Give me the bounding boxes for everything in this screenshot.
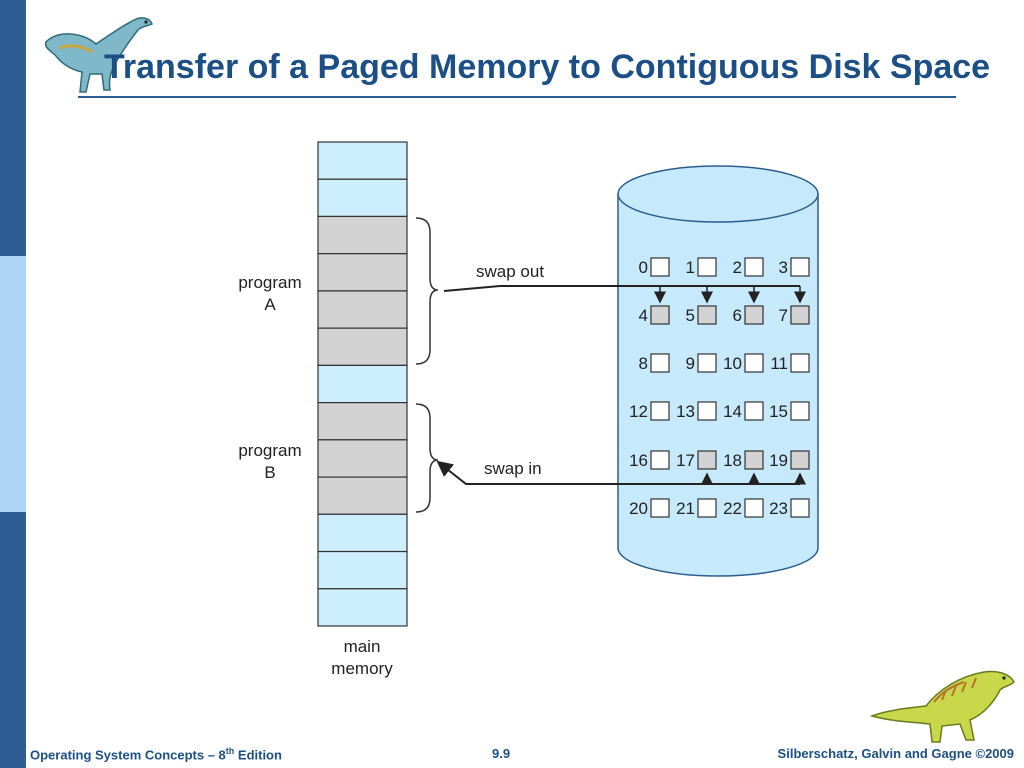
dinosaur-icon [869,670,1015,743]
disk-block [697,353,717,373]
disk-block [744,450,764,470]
disk-block [650,257,670,277]
program-a-label-letter: A [264,295,276,314]
memory-frame-free [317,364,408,404]
memory-frame-program-b [317,402,408,441]
disk-block [650,353,670,373]
disk-block [790,257,810,277]
disk-block-label: 6 [733,306,742,325]
main-memory-column [317,141,408,627]
disk-block-label: 22 [723,499,742,518]
memory-frame-program-a [317,215,408,255]
disk-block-label: 1 [686,258,695,277]
swap-in-label: swap in [484,459,542,478]
disk-block-label: 2 [733,258,742,277]
swap-in-arrow [436,460,800,485]
disk-block [650,498,670,518]
swap-out-label: swap out [476,262,544,281]
memory-frame-program-a [317,253,408,292]
disk-cylinder [617,165,819,577]
footer-book-title: Operating System Concepts – 8th Edition [30,746,282,762]
slide-title: Transfer of a Paged Memory to Contiguous… [104,48,991,86]
footer-edition-superscript: th [225,746,235,756]
dinosaur-icon [44,17,153,93]
program-b-label: program [238,441,301,460]
sidebar-stripe-highlight [0,256,26,512]
footer-edition-suffix: Edition [234,747,282,763]
disk-block-label: 7 [779,306,788,325]
memory-frame-program-a [317,290,408,329]
disk-block-label: 18 [723,451,742,470]
disk-block-label: 17 [676,451,695,470]
footer-copyright: Silberschatz, Galvin and Gagne ©2009 [777,746,1014,761]
disk-block [697,257,717,277]
disk-block-label: 15 [769,402,788,421]
disk-block [790,498,810,518]
memory-frame-free [317,513,408,553]
disk-block-label: 14 [723,402,742,421]
disk-block [744,498,764,518]
program-b-brace [415,403,439,513]
disk-block-label: 11 [770,354,788,373]
memory-frame-program-b [317,439,408,478]
program-a-brace [415,217,439,365]
disk-block [697,305,717,325]
memory-frame-free [317,141,408,180]
disk-block [790,401,810,421]
disk-block [650,305,670,325]
disk-block-label: 16 [629,451,648,470]
disk-block [790,305,810,325]
footer-book-title-text: Operating System Concepts – 8 [30,747,226,763]
disk-block [744,401,764,421]
memory-frame-free [317,178,408,218]
disk-block [744,305,764,325]
disk-block [650,450,670,470]
disk-block-label: 23 [769,499,788,518]
disk-block [790,450,810,470]
disk-block-label: 8 [639,354,648,373]
disk-block-label: 10 [723,354,742,373]
memory-frame-program-a [317,327,408,366]
disk-block [790,353,810,373]
disk-block-label: 0 [639,258,648,277]
title-underline [78,96,956,98]
swap-out-arrow [443,285,800,292]
disk-block-label: 3 [779,258,788,277]
disk-block [744,353,764,373]
disk-block-label: 13 [676,402,695,421]
disk-block-label: 20 [629,499,648,518]
disk-block-label: 5 [686,306,695,325]
disk-block [650,401,670,421]
program-a-label: program [238,273,301,292]
main-memory-label-line2: memory [331,659,393,678]
memory-frame-program-b [317,476,408,515]
main-memory-label: main [344,637,381,656]
disk-block-label: 19 [769,451,788,470]
disk-block [697,401,717,421]
disk-block [697,450,717,470]
disk-block-label: 9 [686,354,695,373]
memory-frame-free [317,588,408,627]
program-b-label-letter: B [264,463,275,482]
disk-block-label: 4 [639,306,648,325]
disk-block-label: 21 [676,499,695,518]
disk-block [744,257,764,277]
memory-frame-free [317,550,408,590]
disk-block-label: 12 [629,402,648,421]
disk-block [697,498,717,518]
footer-page-number: 9.9 [492,746,511,761]
